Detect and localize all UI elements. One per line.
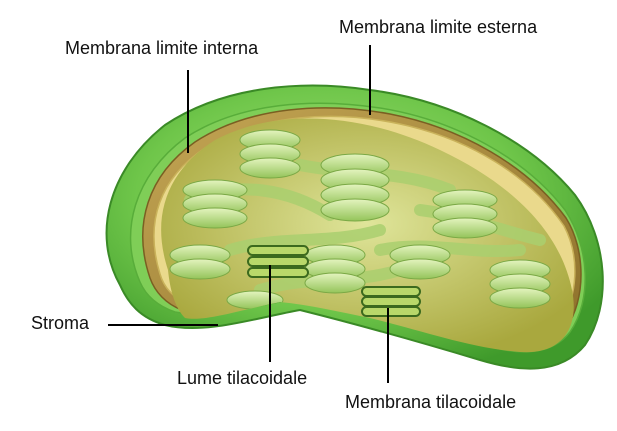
granum-7 xyxy=(389,244,451,280)
thylakoid-stack-lumen xyxy=(247,245,309,278)
granum-3 xyxy=(320,153,390,222)
label-outer-membrane: Membrana limite esterna xyxy=(339,17,538,37)
granum-6 xyxy=(304,244,366,294)
grana-group xyxy=(169,129,551,310)
granum-4 xyxy=(432,189,498,239)
granum-1 xyxy=(182,179,248,229)
thylakoid-stack-membrane xyxy=(361,286,421,317)
label-stroma: Stroma xyxy=(31,313,90,333)
granum-2 xyxy=(239,129,301,179)
label-inner-membrane: Membrana limite interna xyxy=(65,38,259,58)
label-thylakoid-membrane: Membrana tilacoidale xyxy=(345,392,516,412)
granum-8 xyxy=(489,259,551,309)
label-thylakoid-lumen: Lume tilacoidale xyxy=(177,368,307,388)
granum-5 xyxy=(169,244,231,280)
